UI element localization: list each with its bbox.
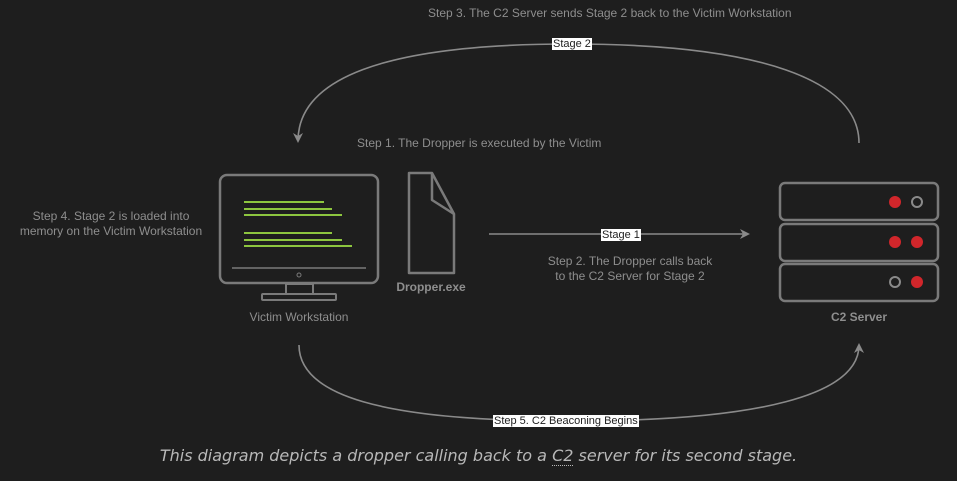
step4-label: Step 4. Stage 2 is loaded into memory on… <box>11 209 211 239</box>
victim-workstation-label: Victim Workstation <box>249 310 349 324</box>
step2-line2: to the C2 Server for Stage 2 <box>555 269 705 283</box>
step1-label: Step 1. The Dropper is executed by the V… <box>357 136 602 150</box>
c2-server-label: C2 Server <box>830 310 888 324</box>
step2-line1: Step 2. The Dropper calls back <box>547 254 713 268</box>
stage2-tag: Stage 2 <box>552 38 592 50</box>
diagram-caption: This diagram depicts a dropper calling b… <box>0 446 957 466</box>
victim-workstation-icon <box>218 173 380 301</box>
dropper-file-icon <box>407 171 456 275</box>
step2-label: Step 2. The Dropper calls back to the C2… <box>530 254 730 284</box>
caption-after: server for its second stage. <box>573 446 798 465</box>
stage2-return-arrow <box>293 43 860 144</box>
c2-server-icon <box>778 181 940 303</box>
step3-label: Step 3. The C2 Server sends Stage 2 back… <box>428 6 792 20</box>
beaconing-arrow <box>298 343 864 422</box>
step4-line1: Step 4. Stage 2 is loaded into <box>32 209 190 223</box>
caption-abbr: C2 <box>552 446 574 466</box>
stage1-tag: Stage 1 <box>601 229 641 241</box>
code-lines <box>244 201 352 247</box>
server-status-leds <box>889 196 923 288</box>
step5-tag: Step 5. C2 Beaconing Begins <box>493 415 639 427</box>
dropper-label: Dropper.exe <box>396 280 466 294</box>
caption-before: This diagram depicts a dropper calling b… <box>159 446 553 465</box>
step4-line2: memory on the Victim Workstation <box>19 224 203 238</box>
